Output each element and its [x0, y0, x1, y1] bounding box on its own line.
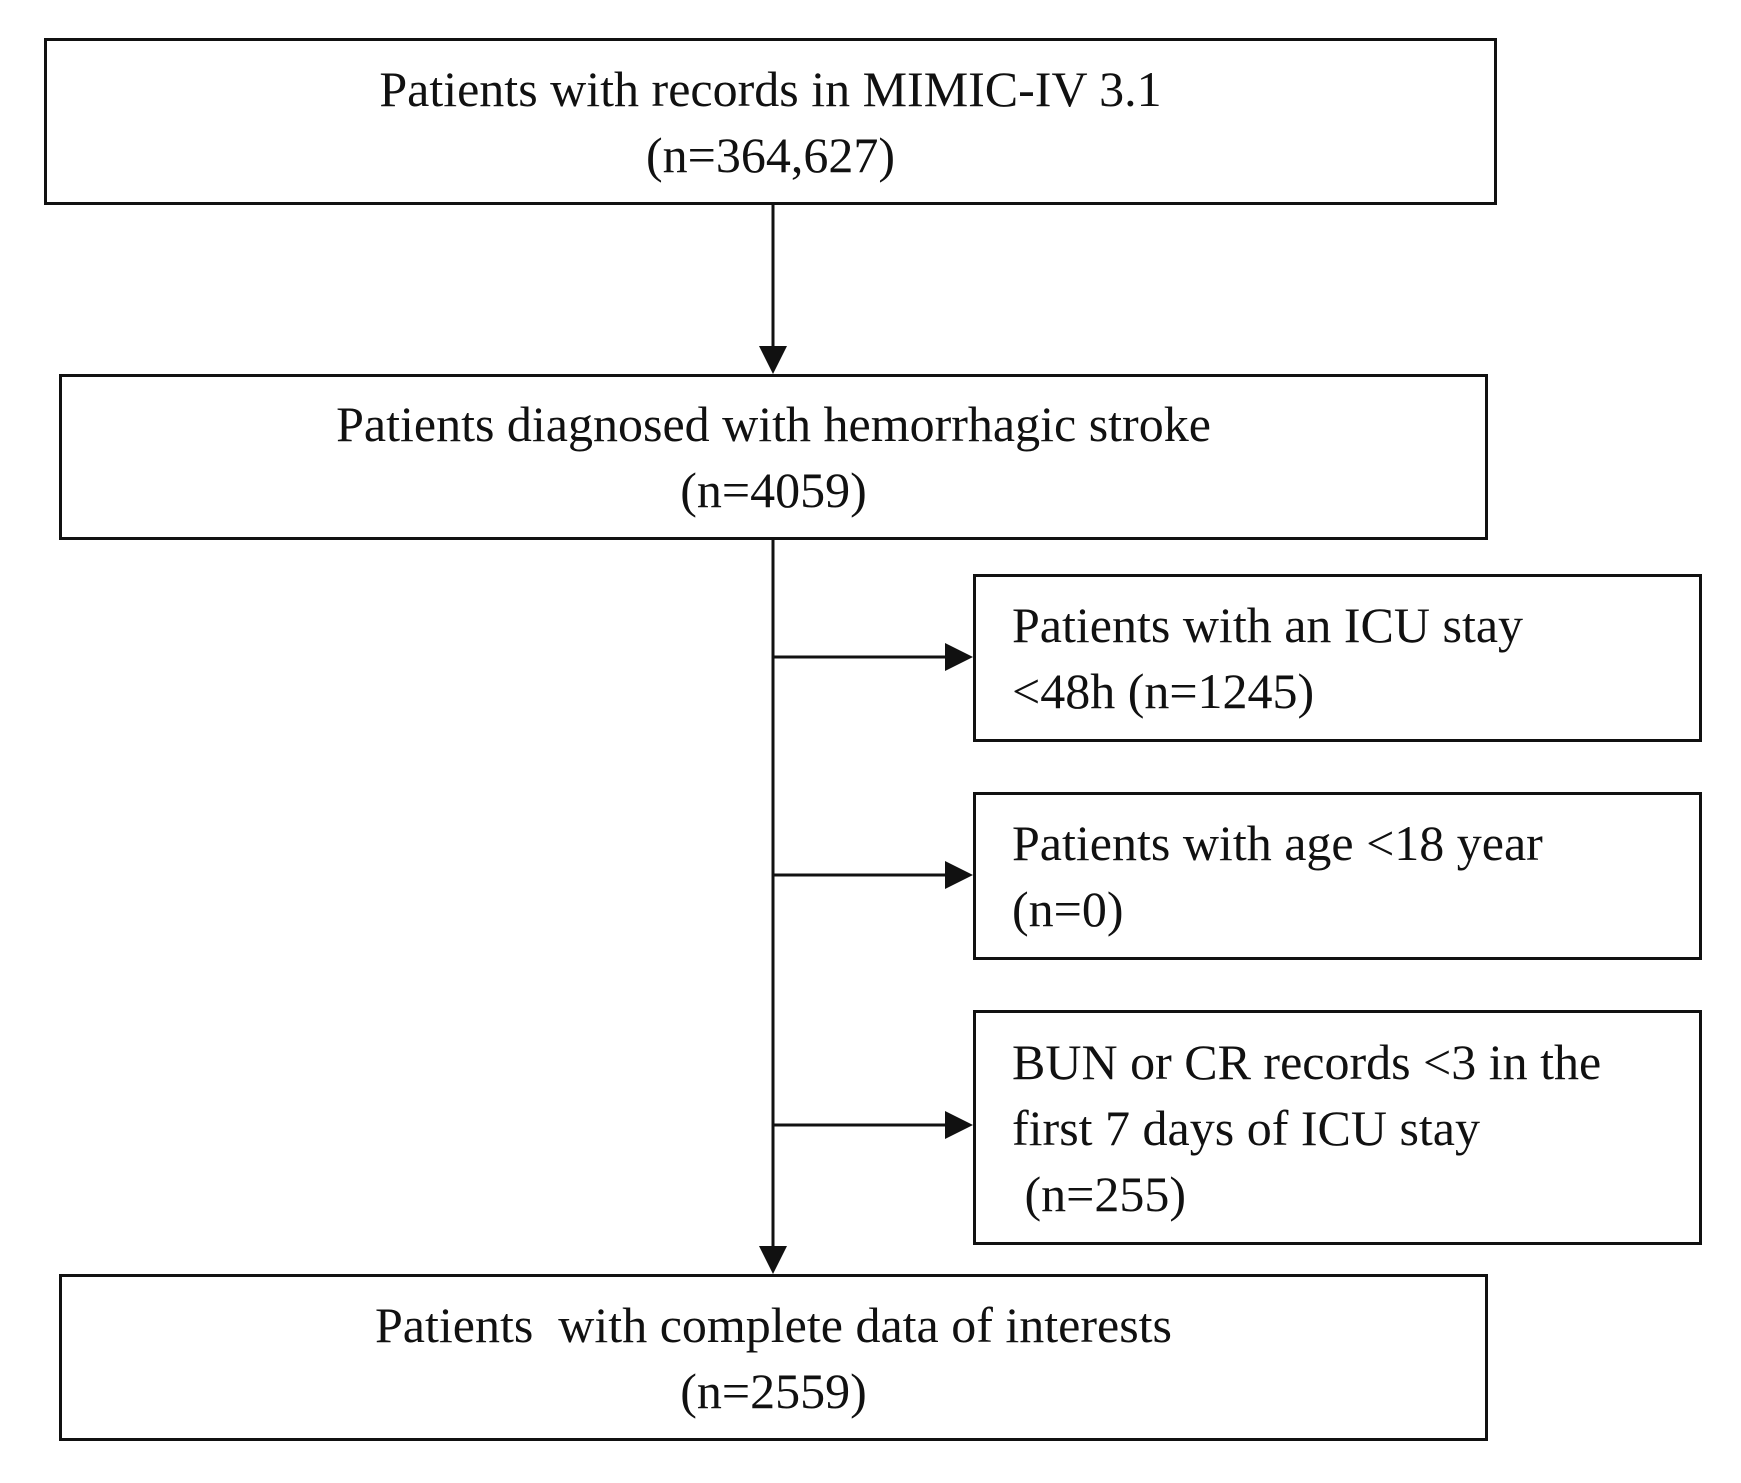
arrowhead-down-2 [759, 1246, 787, 1274]
box-exclusion-age-line1: Patients with age <18 year [1012, 815, 1543, 871]
box-exclusion-bun-cr: BUN or CR records <3 in the first 7 days… [973, 1010, 1702, 1245]
box-hemorrhagic-stroke: Patients diagnosed with hemorrhagic stro… [59, 374, 1488, 540]
box-hemorrhagic-stroke-count: (n=4059) [680, 462, 867, 518]
box-exclusion-icu-stay: Patients with an ICU stay <48h (n=1245) [973, 574, 1702, 742]
box-all-patients: Patients with records in MIMIC-IV 3.1 (n… [44, 38, 1497, 205]
arrowhead-right-2 [945, 861, 973, 889]
box-all-patients-line1: Patients with records in MIMIC-IV 3.1 [379, 60, 1162, 117]
box-final-cohort-count: (n=2559) [680, 1362, 867, 1419]
box-exclusion-bun-cr-line2: first 7 days of ICU stay [1012, 1099, 1480, 1156]
arrowhead-right-3 [945, 1111, 973, 1139]
box-exclusion-age: Patients with age <18 year (n=0) [973, 792, 1702, 960]
box-exclusion-bun-cr-line3: (n=255) [1012, 1165, 1187, 1222]
box-final-cohort-line1: Patients with complete data of interests [374, 1296, 1173, 1353]
box-exclusion-icu-stay-line1: Patients with an ICU stay [1012, 597, 1524, 653]
arrowhead-right-1 [945, 643, 973, 671]
box-exclusion-age-line2: (n=0) [1012, 881, 1124, 937]
box-hemorrhagic-stroke-line1: Patients diagnosed with hemorrhagic stro… [336, 396, 1211, 452]
box-exclusion-bun-cr-line1: BUN or CR records <3 in the [1012, 1033, 1602, 1090]
box-exclusion-icu-stay-line2: <48h (n=1245) [1012, 663, 1315, 719]
box-final-cohort: Patients with complete data of interests… [59, 1274, 1488, 1441]
box-all-patients-count: (n=364,627) [646, 126, 895, 183]
arrowhead-down-1 [759, 346, 787, 374]
